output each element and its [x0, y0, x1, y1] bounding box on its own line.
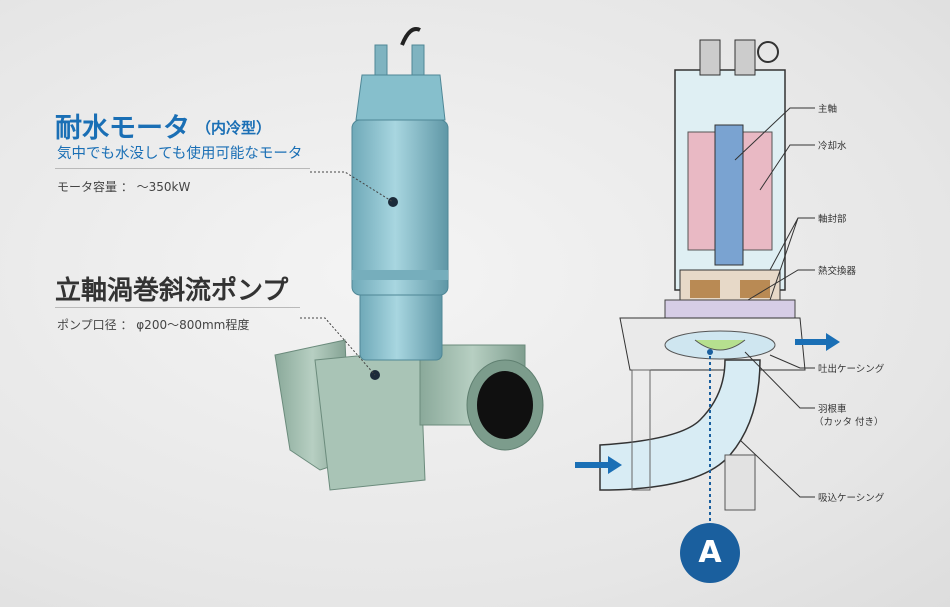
motor-divider: [55, 168, 310, 169]
label-discharge-casing: 吐出ケーシング: [818, 364, 885, 375]
pump-divider: [55, 307, 300, 308]
label-impeller: 羽根車: [818, 404, 847, 415]
marker-a: A: [680, 523, 740, 583]
label-impeller-note: （カッタ 付き）: [814, 417, 884, 428]
motor-title: 耐水モータ（内冷型）: [55, 113, 272, 144]
label-shaft: 主軸: [818, 104, 838, 115]
motor-title-paren: （内冷型）: [196, 119, 272, 137]
pump-spec: ポンプ口径 ： φ200～800mm程度: [57, 318, 250, 332]
label-heat-exchanger: 熱交換器: [818, 266, 857, 277]
motor-subtitle: 気中でも水没しても使用可能なモータ: [57, 146, 303, 162]
label-coolant: 冷却水: [818, 141, 847, 152]
pump-title: 立軸渦巻斜流ポンプ: [55, 276, 289, 306]
label-seal: 軸封部: [818, 214, 847, 225]
label-suction-casing: 吸込ケーシング: [818, 493, 885, 504]
motor-spec: モータ容量 ： ～350kW: [57, 180, 191, 194]
